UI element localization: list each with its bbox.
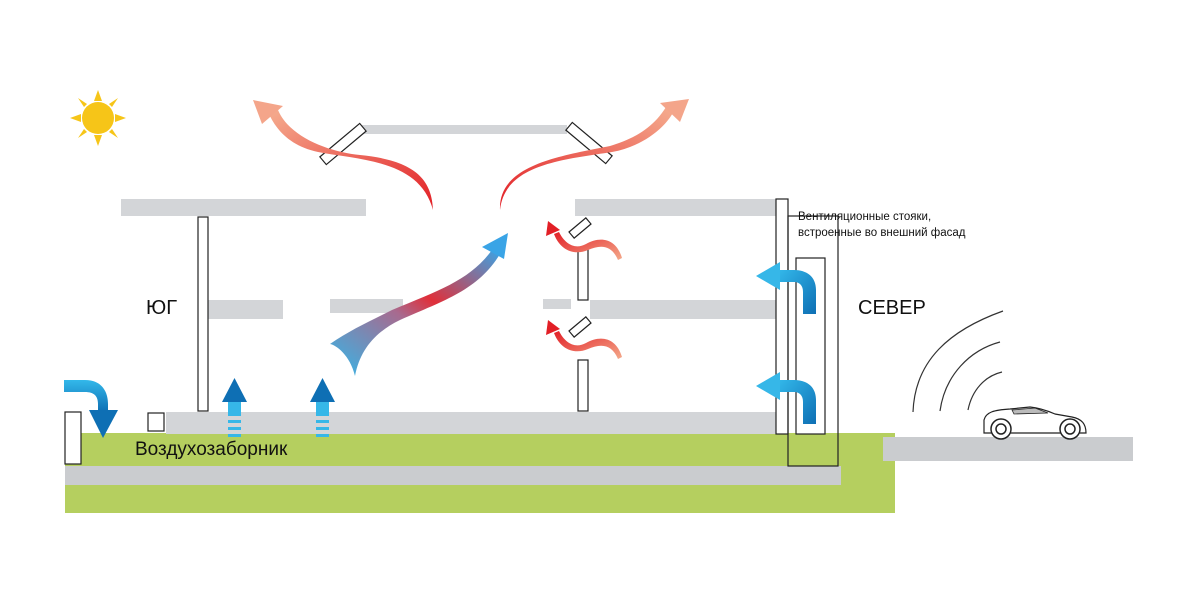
foundation-slab [65, 466, 841, 485]
road [883, 437, 1133, 461]
floor-slabs [121, 125, 788, 434]
wind-lines [912, 310, 1004, 413]
mid-slab-south-a [208, 300, 283, 319]
skylight-bar [362, 125, 567, 134]
warm-air-wisp-lower [546, 320, 622, 359]
intake-vent [147, 412, 165, 432]
floor-up-arrow-2 [310, 378, 335, 437]
sun-icon [70, 90, 126, 146]
roof-slab-south [121, 199, 366, 216]
ground-floor-slab [166, 412, 788, 434]
hot-air-arrow-right [499, 99, 689, 210]
north-inflow-arrow-lower [756, 372, 816, 424]
risers-label-line-1: Вентиляционные стояки, [798, 211, 932, 223]
mid-slab-north-a [543, 299, 571, 309]
north-window-upper [577, 248, 589, 301]
louver-north-upper [568, 217, 592, 239]
south-intake-box [64, 411, 82, 465]
louver-north-lower [568, 316, 592, 338]
north-label: СЕВЕР [858, 297, 926, 319]
air-intake-label: Воздухозаборник [135, 439, 288, 460]
north-window-lower [577, 359, 589, 412]
intake-down-arrow [64, 380, 118, 438]
roof-slab-north [575, 199, 780, 216]
north-inflow-arrow-upper [756, 262, 816, 314]
south-label: ЮГ [146, 297, 178, 319]
north-outer-wall [787, 215, 839, 467]
floor-up-arrow-1 [222, 378, 247, 437]
rising-air-arrow [330, 233, 508, 376]
mid-slab-south-b [330, 299, 403, 313]
car-icon [983, 406, 1087, 440]
hot-air-arrow-left [253, 100, 433, 210]
south-wall [197, 216, 209, 412]
risers-label-line-2: встроенные во внешний фасад [798, 227, 966, 239]
ventilation-risers-label: Вентиляционные стояки, встроенные во вне… [798, 209, 966, 241]
vent-riser-upper [775, 198, 789, 435]
mid-slab-north-b [590, 300, 780, 319]
warm-air-wisp-upper [546, 221, 622, 260]
